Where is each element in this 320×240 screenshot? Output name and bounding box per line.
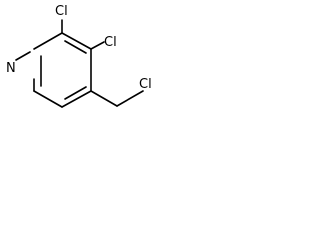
bond-c2-c3 xyxy=(33,32,63,50)
bond-n1-c2 xyxy=(15,51,31,61)
atom-n1-label: N xyxy=(6,61,16,76)
atom-cl3-label: Cl xyxy=(104,35,117,50)
double-bond-c5-c6-inner xyxy=(64,86,87,100)
atom-cl2-label: Cl xyxy=(55,4,68,19)
bond-ch2-cl xyxy=(116,90,144,107)
bond-c6-n1 xyxy=(33,90,63,108)
double-bond-c3-c4-inner xyxy=(64,40,87,54)
bond-c4-ch2 xyxy=(90,90,118,107)
atom-cl-ch2-label: Cl xyxy=(139,77,152,92)
chemical-structure-diagram: N Cl Cl Cl xyxy=(6,4,152,108)
pyridine-ring xyxy=(15,32,92,108)
bond-c3-c4 xyxy=(61,32,92,50)
bond-c5-c6 xyxy=(61,90,92,108)
bond-c3-cl xyxy=(90,41,105,50)
